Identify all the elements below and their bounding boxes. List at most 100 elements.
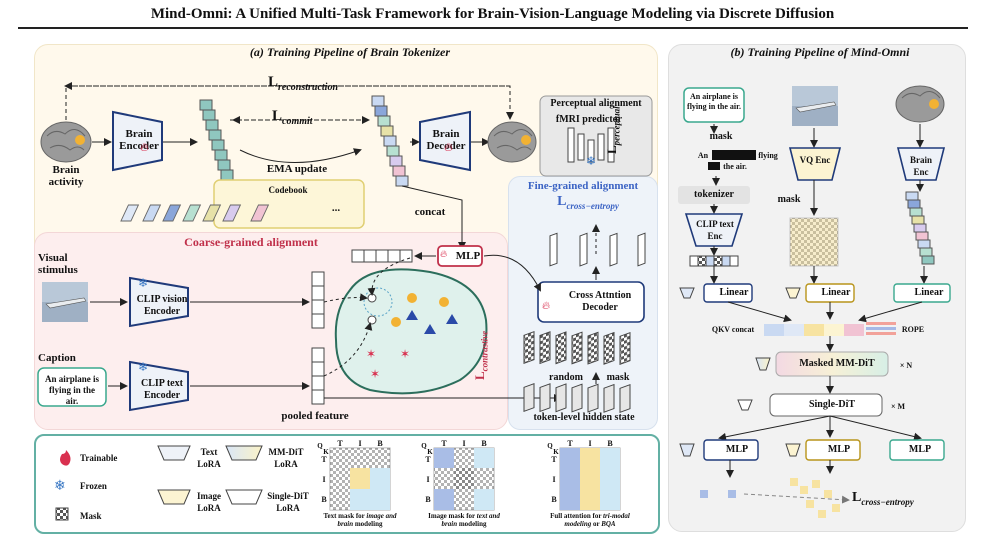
fine-loss: Lcross−entropy	[557, 194, 619, 211]
loss-contrastive: Lcontrastive	[472, 330, 490, 380]
caption-text-a: An airplane is flying in the air.	[44, 374, 99, 406]
airplane-image-b	[792, 86, 838, 126]
loss-reconstruction: Lreconstruction	[268, 74, 339, 94]
brain-decoder-label: Brain Decoder	[426, 128, 466, 152]
legend-mask: Mask	[80, 511, 102, 521]
caption-box-a	[37, 367, 107, 407]
masked-word-flying: flying	[758, 151, 778, 160]
axis-i-2: I	[462, 439, 466, 448]
clip-text-enc-b-block	[684, 213, 744, 247]
axis-q-1: Q	[317, 442, 323, 450]
embedding-space-blob	[334, 268, 488, 395]
mlp-label-brain: MLP	[908, 444, 932, 455]
axis-q-2: Q	[421, 442, 427, 450]
clip-text-encoder-block	[129, 360, 189, 412]
vq-enc-block	[788, 147, 842, 181]
axis-i-1r: I	[322, 475, 326, 484]
masked-hidden-tokens	[523, 330, 631, 366]
caption-label: Caption	[38, 352, 76, 364]
tokenizer-box	[678, 186, 750, 204]
singledit-lora-icon	[225, 489, 263, 505]
mlp-coarse-label: MLP	[455, 250, 481, 262]
ema-update-label: EMA update	[266, 163, 328, 175]
times-m-label: × M	[890, 402, 906, 411]
flame-icon-encoder: 🔥︎	[140, 140, 149, 154]
times-n-label: × N	[899, 361, 913, 370]
token-level-label: token-level hidden state	[533, 412, 635, 423]
mlp-output-row	[351, 249, 413, 263]
legend-mmdit-lora: MM-DiT LoRA	[268, 447, 304, 469]
masked-mm-dit-box	[775, 351, 889, 377]
legend-trainable: Trainable	[80, 453, 118, 463]
axis-t-1: T	[337, 439, 343, 448]
axis-k-2: K	[427, 448, 433, 456]
clip-vision-encoder-block	[129, 276, 189, 328]
qkv-concat-strip	[764, 324, 864, 336]
svg-text:✶: ✶	[400, 347, 410, 361]
rope-label: ROPE	[901, 325, 925, 334]
brain-activity-label: Brain activity	[48, 164, 84, 188]
axis-i-2r: I	[426, 475, 430, 484]
axis-i-3: I	[588, 439, 592, 448]
linear-label-image: Linear	[821, 287, 851, 298]
codebook-box	[213, 179, 365, 229]
cross-attention-decoder-label: Cross Attntion Decoder	[568, 290, 632, 313]
axis-b-1: B	[377, 439, 383, 448]
snowflake-icon-clip-text: ❄	[138, 360, 149, 374]
text-mask-caption: Text mask for image and brain modeling	[323, 512, 397, 528]
panel-b-heading: (b) Training Pipeline of Mind-Omni	[730, 45, 910, 59]
figure-title: Mind-Omni: A Unified Multi-Task Framewor…	[150, 6, 835, 22]
flame-icon-mlp-coarse: 🔥︎	[440, 249, 448, 260]
masked-mm-dit-label: Masked MM-DiT	[799, 358, 875, 369]
flame-icon-decoder: 🔥︎	[444, 140, 453, 154]
axis-t-3r: T	[551, 455, 557, 464]
text-lora-icon	[157, 445, 191, 461]
loss-b: Lcross−entropy	[852, 490, 914, 507]
legend-text-lora: Text LoRA	[197, 447, 221, 469]
linear-label-brain: Linear	[914, 287, 944, 298]
vq-enc-label: VQ Enc	[799, 155, 831, 165]
reconstructed-brain-image	[487, 121, 537, 163]
qkv-concat-label: QKV concat	[711, 325, 755, 334]
flame-icon-legend	[60, 450, 71, 466]
codebook-label: Codebook	[268, 185, 308, 195]
random-label: random	[549, 372, 583, 383]
cross-attention-decoder-box	[537, 281, 645, 323]
flame-icon-cross-attn: 🔥︎	[542, 300, 551, 312]
mlp-box-brain	[889, 439, 945, 461]
axis-t-2: T	[441, 439, 447, 448]
single-dit-label: Single-DiT	[808, 399, 856, 410]
brain-token-stack-b	[905, 191, 935, 265]
mask-redaction-1	[712, 150, 756, 160]
svg-text:✶: ✶	[370, 367, 380, 381]
brain-enc-label: Brain Enc	[909, 155, 932, 177]
fmri-predictor-label: fMRI predictor	[555, 114, 623, 125]
legend-singledit-lora: Single-DiT LoRA	[267, 491, 309, 513]
mlp-label-text: MLP	[725, 444, 749, 455]
tokenizer-label: tokenizer	[694, 189, 734, 200]
visual-stimulus-label: Visual stimulus	[38, 252, 78, 276]
rope-stripes	[866, 322, 896, 335]
mmdit-lora-icon	[225, 445, 263, 461]
codebook-entries	[120, 204, 270, 222]
full-attention-caption: Full attention for tri-modal modeling or…	[550, 512, 630, 528]
brain-image-b	[895, 85, 945, 123]
axis-t-3: T	[567, 439, 573, 448]
mask-label-b: mask	[709, 131, 733, 142]
mlp-box-image	[805, 439, 861, 461]
axis-k-3: K	[553, 448, 559, 456]
snowflake-icon-legend: ❄	[54, 479, 66, 494]
fine-heading: Fine-grained alignment	[527, 180, 639, 192]
single-dit-box	[769, 393, 883, 417]
mask-label-b2: mask	[777, 194, 801, 205]
masked-word-an: An	[697, 151, 709, 160]
mask-redaction-2	[708, 162, 720, 170]
image-lora-icon	[157, 489, 191, 505]
panel-a-heading: (a) Training Pipeline of Brain Tokenizer	[249, 45, 451, 59]
mlp-box-coarse	[437, 245, 483, 267]
quantized-token-stack	[371, 95, 409, 187]
masked-word-air: the air.	[723, 162, 747, 171]
latent-token-stack	[199, 99, 234, 181]
axis-b-3r: B	[551, 495, 557, 504]
